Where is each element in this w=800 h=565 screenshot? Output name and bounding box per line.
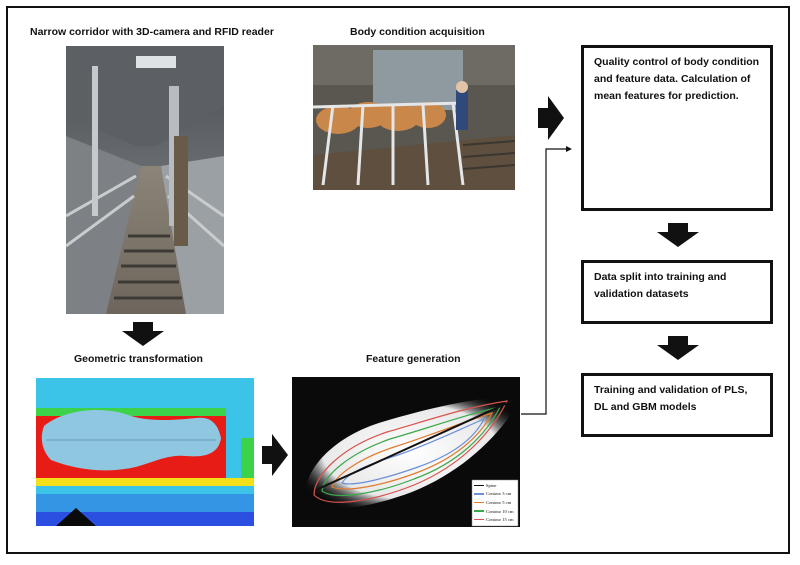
transform-title: Geometric transformation xyxy=(74,353,203,365)
legend-label: Contour 10 cm xyxy=(486,508,514,514)
model-training-box: Training and validation of PLS, DL and G… xyxy=(581,373,773,437)
quality-control-box: Quality control of body condition and fe… xyxy=(581,45,773,211)
legend-swatch xyxy=(474,493,484,495)
legend-label: Spine xyxy=(486,482,497,488)
barn-photo xyxy=(313,45,515,190)
features-title: Feature generation xyxy=(366,353,461,365)
legend-item: Spine xyxy=(474,481,518,490)
legend-swatch xyxy=(474,518,484,521)
legend-swatch xyxy=(474,501,484,504)
feature-image: Spine Contour 3 cm Contour 5 cm Contour … xyxy=(292,377,520,527)
down-arrow-icon xyxy=(657,336,699,360)
legend-label: Contour 3 cm xyxy=(486,491,512,497)
legend-swatch xyxy=(474,484,484,487)
legend-item: Contour 15 cm xyxy=(474,515,518,524)
data-split-box: Data split into training and validation … xyxy=(581,260,773,324)
feedback-connector xyxy=(521,148,566,415)
corridor-photo xyxy=(66,46,224,314)
right-arrow-icon xyxy=(262,434,288,476)
right-arrow-icon xyxy=(538,96,564,140)
legend-swatch xyxy=(474,510,484,512)
connector-arrowhead-icon xyxy=(566,146,572,152)
depth-heatmap xyxy=(36,378,254,526)
legend-item: Contour 5 cm xyxy=(474,498,518,507)
legend-item: Contour 10 cm xyxy=(474,507,518,516)
legend-label: Contour 5 cm xyxy=(486,499,512,505)
down-arrow-icon xyxy=(657,223,699,247)
diagram-frame xyxy=(6,6,790,554)
legend-item: Contour 3 cm xyxy=(474,490,518,499)
corridor-title: Narrow corridor with 3D-camera and RFID … xyxy=(30,26,274,38)
acquisition-title: Body condition acquisition xyxy=(350,26,485,38)
down-arrow-icon xyxy=(122,322,164,346)
legend-label: Contour 15 cm xyxy=(486,517,514,523)
legend-items: Spine Contour 3 cm Contour 5 cm Contour … xyxy=(474,481,518,524)
